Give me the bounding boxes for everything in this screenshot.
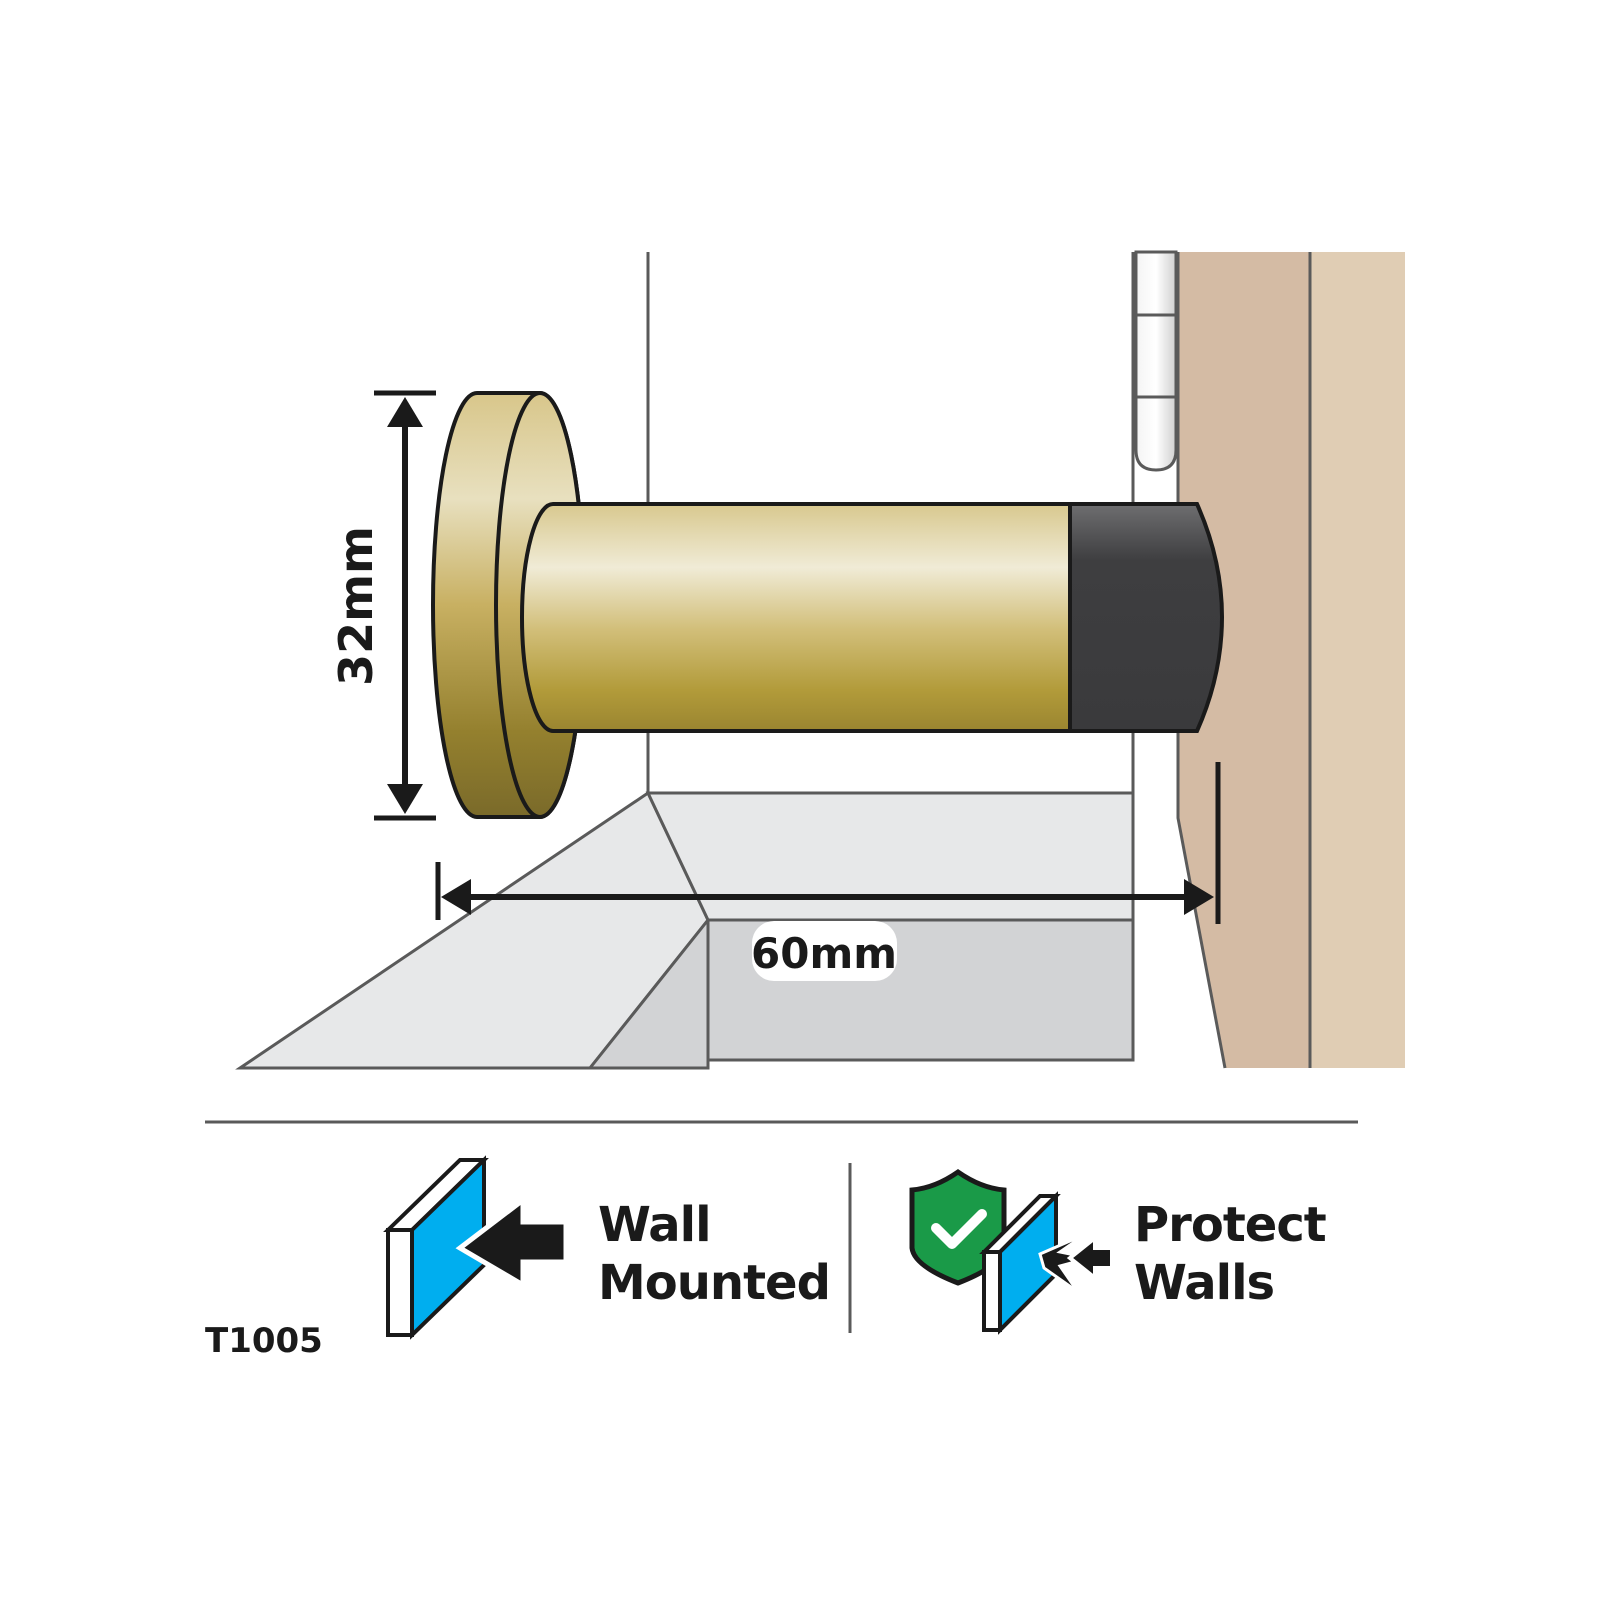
door-stop-rubber-tip (1068, 502, 1225, 733)
door (1176, 252, 1405, 1069)
width-label: 60mm (751, 929, 897, 978)
door-edge (1310, 252, 1405, 1068)
door-stop (431, 391, 1225, 819)
arrow-left-icon (441, 879, 471, 915)
protect-walls-icon (909, 1168, 1114, 1335)
arrow-right-icon (1184, 879, 1214, 915)
product-code: T1005 (205, 1321, 323, 1361)
height-label: 32mm (329, 526, 383, 686)
floor-step-front (706, 918, 1135, 1062)
feature-wall-mounted-line2: Mounted (598, 1255, 831, 1311)
feature-protect-walls-line2: Walls (1134, 1255, 1275, 1311)
shield-icon (909, 1168, 1007, 1286)
floor-step-top (645, 791, 1135, 922)
feature-protect-walls-line1: Protect (1134, 1197, 1327, 1253)
feature-protect-walls: Protect Walls (1134, 1196, 1327, 1312)
arrow-down-icon (387, 784, 423, 814)
arrow-up-icon (387, 397, 423, 427)
feature-wall-mounted: Wall Mounted (598, 1196, 831, 1312)
feature-wall-mounted-line1: Wall (598, 1197, 712, 1253)
door-hinge (1134, 250, 1178, 472)
check-icon (931, 1209, 987, 1249)
height-dimension: 32mm (329, 390, 436, 821)
width-dimension: 60mm (435, 762, 1221, 981)
door-stop-barrel (520, 502, 1072, 733)
wall-mount-icon (383, 1155, 569, 1340)
